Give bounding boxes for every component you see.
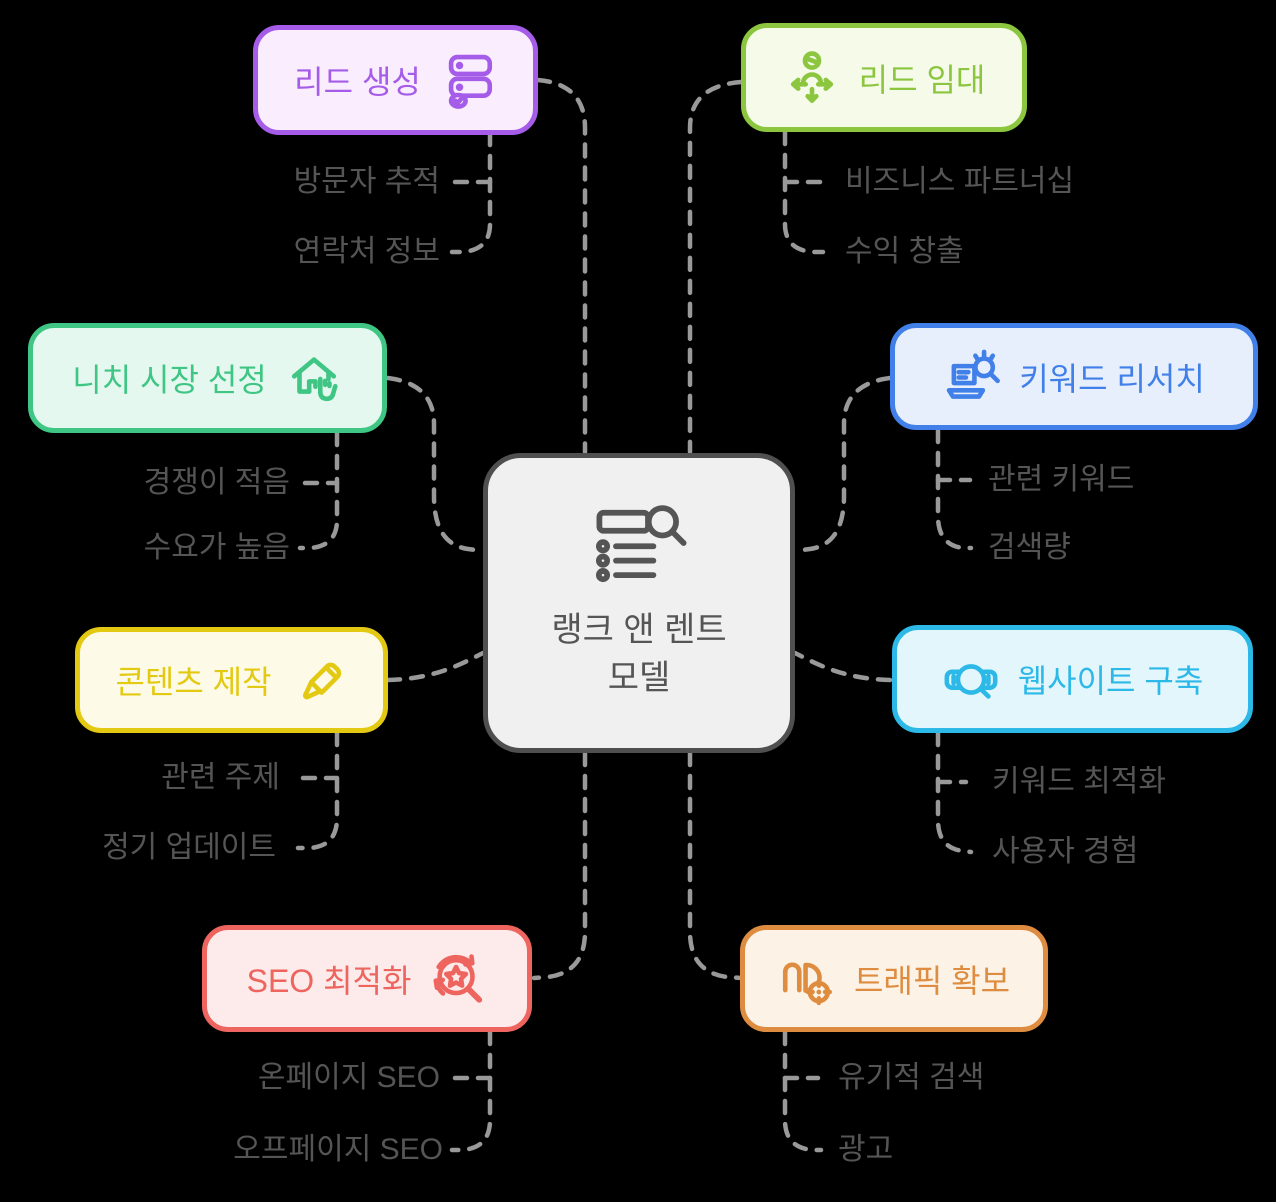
leaf-search-volume: 검색량 xyxy=(988,531,1071,564)
node-niche-market-selection: 니치 시장 선정 xyxy=(28,323,387,433)
leaf-related-topics: 관련 주제 xyxy=(161,761,280,794)
ad-target-icon xyxy=(782,961,832,1005)
node-rank-and-rent-model: 랭크 앤 렌트 모델 xyxy=(483,453,795,753)
node-website-building-label: 웹사이트 구축 xyxy=(1017,663,1204,699)
leaf-onpage-seo: 온페이지 SEO xyxy=(257,1061,440,1094)
node-content-creation: 콘텐츠 제작 xyxy=(75,627,388,733)
node-seo-optimization: SEO 최적화 xyxy=(202,925,532,1032)
center-title: 랭크 앤 렌트 모델 xyxy=(551,607,726,702)
connector-traffic-leaves xyxy=(782,1029,824,1153)
node-website-building: 웹사이트 구축 xyxy=(892,625,1253,733)
connector-lead-generation-to-center xyxy=(535,77,588,455)
connector-website-to-center xyxy=(792,650,893,683)
node-lead-generation-label: 리드 생성 xyxy=(294,64,421,100)
connector-lead-rental-to-center xyxy=(687,79,744,455)
connector-seo-to-center xyxy=(531,750,588,981)
connector-niche-to-center xyxy=(385,375,486,554)
node-content-creation-label: 콘텐츠 제작 xyxy=(115,664,272,700)
leaf-high-demand: 수요가 높음 xyxy=(143,531,290,564)
leaf-ads: 광고 xyxy=(838,1133,894,1166)
leaf-user-experience: 사용자 경험 xyxy=(992,835,1139,868)
leaf-keyword-optimization: 키워드 최적화 xyxy=(992,765,1166,798)
house-select-icon xyxy=(291,357,338,402)
leaf-contact-info: 연락처 정보 xyxy=(293,235,440,268)
connector-niche-leaves xyxy=(297,430,340,551)
connector-seo-leaves xyxy=(449,1029,493,1153)
connector-lead-generation-leaves xyxy=(449,130,493,255)
center-title-line2: 모델 xyxy=(607,659,671,697)
connector-keyword-to-center xyxy=(792,375,893,554)
node-niche-market-selection-label: 니치 시장 선정 xyxy=(72,362,267,398)
marker-icon xyxy=(302,662,341,700)
person-distribute-icon xyxy=(790,50,833,103)
node-keyword-research-label: 키워드 리서치 xyxy=(1019,360,1205,397)
leaf-visitor-tracking: 방문자 추적 xyxy=(293,165,440,198)
node-traffic-acquisition: 트래픽 확보 xyxy=(740,925,1048,1032)
node-keyword-research: 키워드 리서치 xyxy=(890,323,1258,430)
leaf-offpage-seo: 오프페이지 SEO xyxy=(233,1133,443,1166)
connector-lead-rental-leaves xyxy=(782,129,826,255)
leaf-regular-updates: 정기 업데이트 xyxy=(102,831,276,864)
leaf-organic-search: 유기적 검색 xyxy=(838,1061,985,1094)
connector-content-leaves xyxy=(295,730,340,851)
seo-star-search-icon xyxy=(433,953,483,1003)
node-lead-rental-label: 리드 임대 xyxy=(858,61,986,98)
search-list-icon xyxy=(595,505,687,583)
leaf-revenue-generation: 수익 창출 xyxy=(845,235,964,268)
laptop-search-icon xyxy=(946,349,1001,399)
connector-website-leaves xyxy=(935,730,974,855)
leaf-low-competition: 경쟁이 적음 xyxy=(143,466,290,499)
node-seo-optimization-label: SEO 최적화 xyxy=(246,962,412,999)
connector-keyword-leaves xyxy=(935,427,974,551)
node-traffic-acquisition-label: 트래픽 확보 xyxy=(853,962,1011,999)
node-lead-generation: 리드 생성 xyxy=(253,25,538,135)
leaf-related-keywords: 관련 키워드 xyxy=(988,463,1135,496)
connector-content-to-center xyxy=(385,650,486,683)
browser-search-icon xyxy=(944,664,998,699)
server-check-icon xyxy=(448,54,492,109)
center-title-line1: 랭크 앤 렌트 xyxy=(551,611,727,650)
node-lead-rental: 리드 임대 xyxy=(741,23,1027,132)
leaf-business-partnership: 비즈니스 파트너십 xyxy=(845,165,1075,198)
connector-traffic-to-center xyxy=(687,750,744,981)
